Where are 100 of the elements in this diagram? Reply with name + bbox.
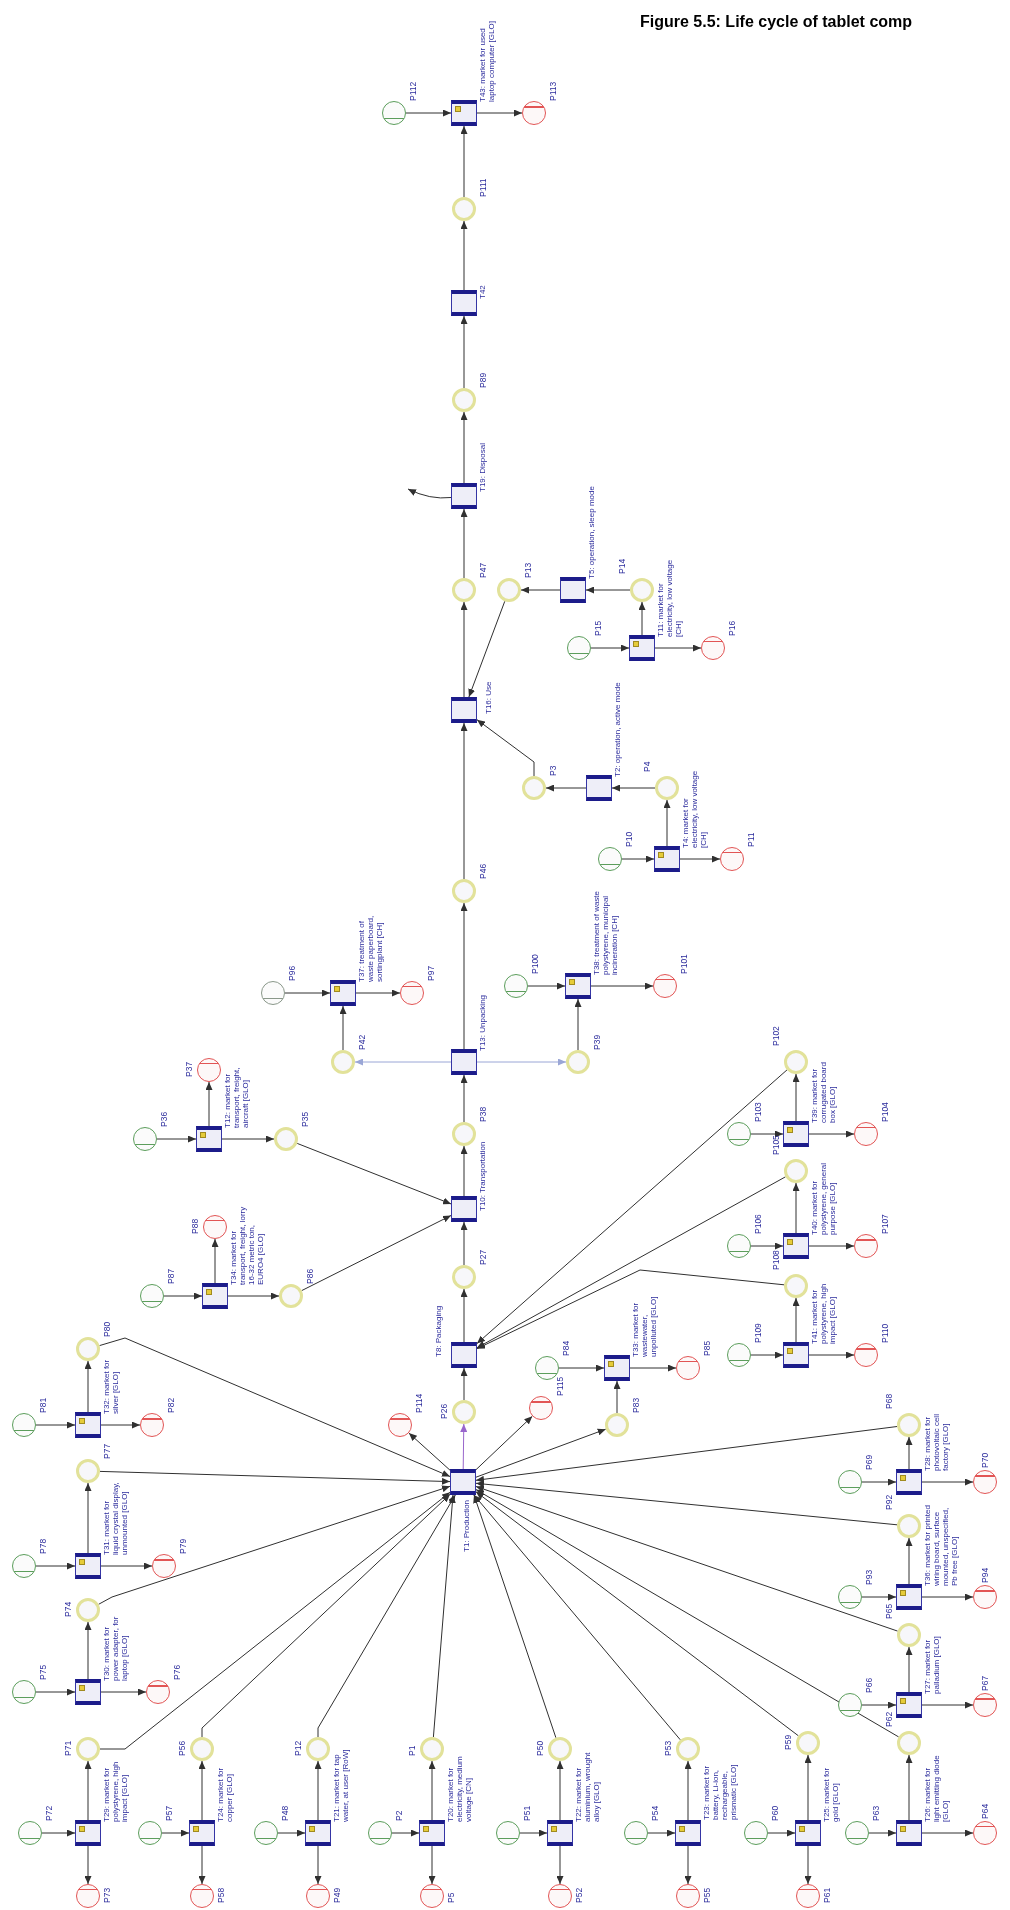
arrow xyxy=(527,982,566,990)
place-label: P78 xyxy=(38,1538,48,1554)
place-circle xyxy=(854,1234,878,1258)
place-circle xyxy=(548,1884,572,1908)
place-circle xyxy=(548,1737,572,1761)
place-circle xyxy=(274,1127,298,1151)
transition-box xyxy=(795,1820,821,1846)
place-circle xyxy=(727,1343,751,1367)
arrow xyxy=(663,799,671,847)
place-circle xyxy=(897,1623,921,1647)
place-label: P64 xyxy=(980,1803,990,1819)
place-label: P72 xyxy=(44,1805,54,1821)
place-label: P46 xyxy=(478,863,488,879)
place-label: P3 xyxy=(548,765,558,776)
arrow xyxy=(473,1494,681,1741)
place-label: P5 xyxy=(446,1892,456,1903)
arrow xyxy=(277,1829,306,1837)
arrow xyxy=(407,488,452,499)
arrow xyxy=(460,508,468,579)
arrow xyxy=(339,1005,347,1051)
transition-label: T12: market for transport, freight, aircraft [GLO] xyxy=(223,1066,250,1128)
arrow xyxy=(473,1494,557,1739)
place-circle xyxy=(535,1356,559,1380)
place-circle xyxy=(279,1284,303,1308)
place-circle xyxy=(522,776,546,800)
place-label: P69 xyxy=(864,1454,874,1470)
place-circle xyxy=(382,101,406,125)
transition-box xyxy=(451,100,477,126)
arrow xyxy=(161,1829,190,1837)
arrow xyxy=(460,1074,468,1123)
transition-label: T10: Transportation xyxy=(478,1141,487,1211)
transition-label: T38: treatment of waste polystyrene, municipal incineration [CH] xyxy=(592,889,619,975)
transition-box xyxy=(75,1412,101,1438)
place-label: P94 xyxy=(980,1567,990,1583)
place-circle xyxy=(838,1585,862,1609)
arrow xyxy=(611,784,656,792)
arrow xyxy=(432,1494,456,1738)
place-circle xyxy=(605,1413,629,1437)
transition-box xyxy=(330,980,356,1006)
transition-box xyxy=(783,1342,809,1368)
place-circle xyxy=(784,1050,808,1074)
arrow xyxy=(35,1688,76,1696)
place-label: P80 xyxy=(102,1321,112,1337)
arrow xyxy=(621,855,655,863)
arrow xyxy=(408,1432,451,1471)
arrow xyxy=(921,1593,974,1601)
transition-label: T5: operation, sleep mode xyxy=(587,486,596,579)
place-circle xyxy=(12,1680,36,1704)
arrow xyxy=(545,784,587,792)
arrow xyxy=(475,1480,898,1526)
arrow xyxy=(905,1537,913,1585)
place-label: P75 xyxy=(38,1664,48,1680)
transition-box xyxy=(675,1820,701,1846)
arrow xyxy=(792,1073,800,1122)
transition-box xyxy=(451,697,477,723)
arrow xyxy=(519,1829,548,1837)
transition-label: T25: market for gold [GLO] xyxy=(822,1766,840,1822)
arrow xyxy=(221,1135,275,1143)
place-circle xyxy=(306,1737,330,1761)
place-label: P113 xyxy=(548,81,558,101)
arrow xyxy=(205,1081,213,1127)
transition-label: T8: Packaging xyxy=(434,1305,443,1357)
arrow xyxy=(211,1238,219,1284)
place-label: P11 xyxy=(746,832,756,847)
place-label: P111 xyxy=(478,178,488,197)
place-circle xyxy=(76,1737,100,1761)
place-circle xyxy=(254,1821,278,1845)
place-label: P114 xyxy=(414,1393,424,1413)
transition-box xyxy=(451,1342,477,1368)
place-label: P103 xyxy=(753,1102,763,1122)
place-circle xyxy=(76,1337,100,1361)
place-circle xyxy=(630,578,654,602)
place-circle xyxy=(76,1884,100,1908)
place-circle xyxy=(140,1413,164,1437)
place-circle xyxy=(331,1050,355,1074)
arrow xyxy=(201,1493,451,1738)
arrow xyxy=(476,719,535,777)
arrow xyxy=(460,220,468,291)
transition-label: T13: Unpacking xyxy=(478,994,487,1051)
arrow xyxy=(156,1135,197,1143)
arrow xyxy=(314,1845,322,1885)
transition-label: T33: market for wastewater, unpolluted [GLO] xyxy=(631,1295,658,1357)
transition-box xyxy=(896,1692,922,1718)
arrow xyxy=(792,1182,800,1234)
transition-label: T34: market for transport, freight, lorry 16-32 metric ton, EURO4 [GLO] xyxy=(229,1205,265,1285)
arrow xyxy=(475,1415,533,1471)
place-label: P77 xyxy=(102,1443,112,1459)
transition-label: T20: market for electricity, medium voltage [CN] xyxy=(446,1755,473,1822)
arrow xyxy=(921,1701,974,1709)
place-circle xyxy=(452,1122,476,1146)
arrow xyxy=(905,1754,913,1821)
place-label: P48 xyxy=(280,1805,290,1821)
arrow xyxy=(590,644,630,652)
transition-box xyxy=(196,1126,222,1152)
arrow xyxy=(475,1428,607,1478)
arrow xyxy=(391,1829,420,1837)
arrow xyxy=(460,1145,468,1197)
place-circle xyxy=(522,101,546,125)
arrow xyxy=(556,1760,564,1821)
place-label: P101 xyxy=(679,954,689,974)
